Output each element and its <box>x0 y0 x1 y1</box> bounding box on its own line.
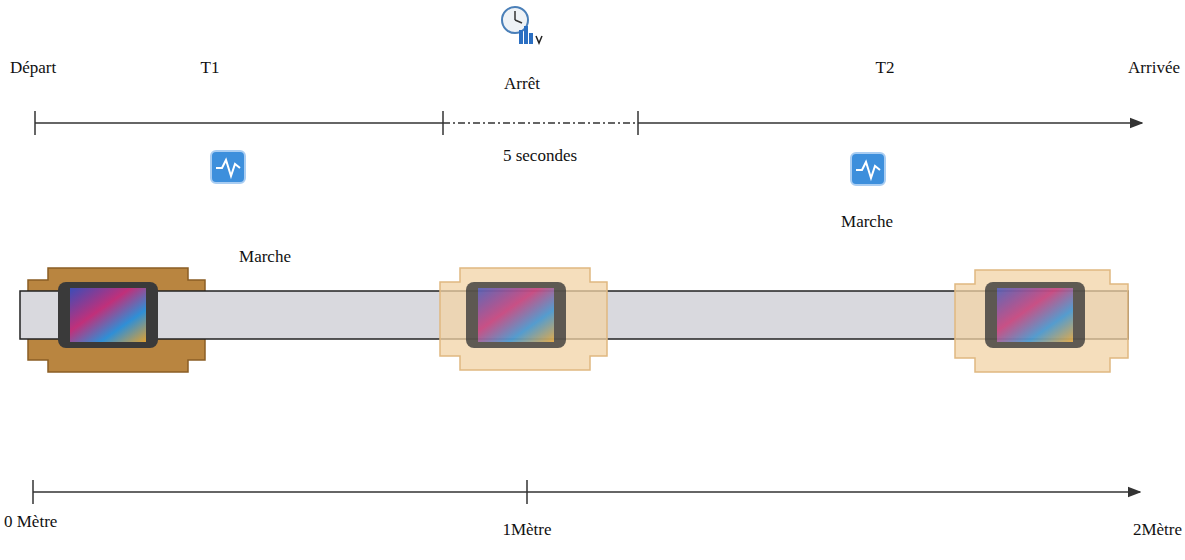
segment-label: T1 <box>201 58 220 78</box>
track-illustration <box>20 268 1128 372</box>
distance-axis <box>33 480 1140 504</box>
duration-label: 5 secondes <box>503 146 577 166</box>
timeline <box>35 111 1142 135</box>
stop-label: Arrêt <box>504 74 540 94</box>
phone <box>58 282 158 348</box>
segment-label: T2 <box>876 58 895 78</box>
phone <box>466 282 566 348</box>
distance-label: 2Mètre <box>1133 520 1182 540</box>
distance-label: 1Mètre <box>502 520 551 540</box>
distance-label: 0 Mètre <box>4 512 57 532</box>
phone <box>985 282 1085 348</box>
mode-label: Marche <box>841 212 893 232</box>
start-label: Départ <box>10 58 56 78</box>
end-label: Arrivée <box>1128 58 1180 78</box>
clock-icon <box>502 7 542 44</box>
mode-label: Marche <box>239 247 291 267</box>
